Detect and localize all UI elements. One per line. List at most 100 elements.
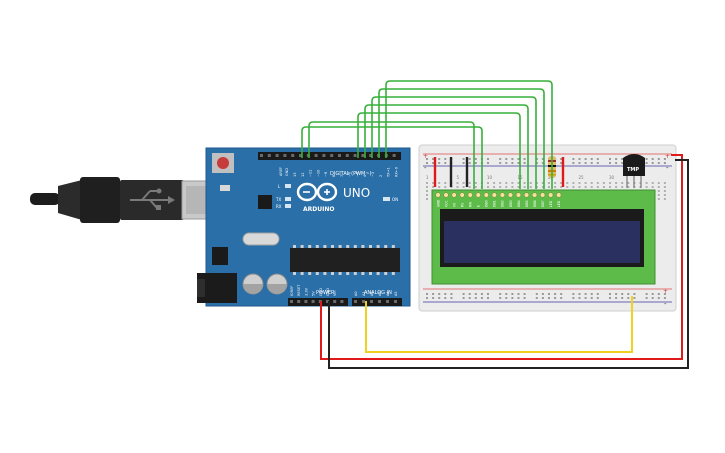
rail-hole[interactable] (438, 162, 441, 164)
rail-hole[interactable] (438, 158, 441, 160)
breadboard-hole[interactable] (438, 186, 441, 188)
breadboard-hole[interactable] (548, 186, 550, 188)
rail-hole[interactable] (554, 297, 557, 299)
rail-hole[interactable] (590, 158, 593, 160)
breadboard-hole[interactable] (578, 182, 581, 184)
rail-hole[interactable] (560, 162, 563, 164)
rail-hole[interactable] (578, 293, 581, 295)
breadboard-hole[interactable] (663, 190, 666, 192)
rail-hole[interactable] (432, 293, 435, 295)
rail-hole[interactable] (572, 162, 575, 164)
header-pin[interactable] (333, 300, 337, 303)
rail-hole[interactable] (426, 293, 428, 295)
header-pin[interactable] (338, 154, 341, 157)
rail-hole[interactable] (462, 162, 465, 164)
rail-hole[interactable] (645, 158, 648, 160)
breadboard-hole[interactable] (615, 186, 618, 188)
breadboard-hole[interactable] (663, 182, 666, 184)
breadboard-hole[interactable] (602, 186, 605, 188)
wire-green[interactable] (364, 104, 529, 189)
header-pin[interactable] (378, 300, 381, 303)
breadboard-hole[interactable] (541, 182, 544, 184)
lcd-pin[interactable] (556, 192, 562, 198)
breadboard-hole[interactable] (645, 186, 648, 188)
rail-hole[interactable] (633, 297, 636, 299)
rail-hole[interactable] (621, 297, 624, 299)
rail-hole[interactable] (511, 293, 514, 295)
breadboard-hole[interactable] (560, 182, 563, 184)
wire-red-5v[interactable] (320, 154, 683, 360)
rail-hole[interactable] (474, 293, 477, 295)
breadboard-hole[interactable] (426, 182, 428, 184)
wire-green[interactable] (371, 96, 537, 189)
lcd-pin[interactable] (507, 192, 514, 198)
rail-hole[interactable] (499, 162, 502, 164)
rail-hole[interactable] (505, 162, 508, 164)
rail-hole[interactable] (444, 162, 447, 164)
rail-hole[interactable] (444, 293, 447, 295)
rail-hole[interactable] (572, 293, 575, 295)
rail-hole[interactable] (438, 293, 441, 295)
rail-hole[interactable] (615, 297, 618, 299)
rail-hole[interactable] (511, 162, 514, 164)
breadboard-hole[interactable] (493, 182, 496, 184)
rail-hole[interactable] (554, 293, 557, 295)
breadboard-hole[interactable] (505, 182, 508, 184)
rail-hole[interactable] (505, 158, 508, 160)
rail-hole[interactable] (584, 293, 587, 295)
rail-hole[interactable] (560, 293, 563, 295)
lcd-pin[interactable] (451, 192, 457, 198)
breadboard-hole[interactable] (651, 186, 654, 188)
header-pin[interactable] (304, 300, 308, 303)
breadboard-hole[interactable] (529, 182, 532, 184)
header-pin[interactable] (290, 300, 293, 303)
wire-yellow-analog[interactable] (365, 296, 633, 353)
breadboard-hole[interactable] (548, 182, 550, 184)
header-pin[interactable] (297, 300, 301, 303)
rail-hole[interactable] (432, 162, 435, 164)
rail-hole[interactable] (468, 162, 471, 164)
rail-hole[interactable] (548, 293, 550, 295)
breadboard-hole[interactable] (444, 186, 447, 188)
rail-hole[interactable] (468, 297, 471, 299)
breadboard-hole[interactable] (468, 186, 471, 188)
breadboard-hole[interactable] (627, 182, 630, 184)
lcd-pin[interactable] (467, 192, 473, 198)
rail-hole[interactable] (663, 297, 666, 299)
breadboard-hole[interactable] (517, 186, 520, 188)
rail-hole[interactable] (584, 158, 587, 160)
green-wires[interactable] (301, 80, 553, 189)
rail-hole[interactable] (572, 297, 575, 299)
rail-hole[interactable] (596, 293, 599, 295)
breadboard-hole[interactable] (578, 186, 581, 188)
breadboard-hole[interactable] (432, 182, 435, 184)
rail-hole[interactable] (474, 162, 477, 164)
rail-hole[interactable] (444, 158, 447, 160)
rail-hole[interactable] (615, 293, 618, 295)
header-pin[interactable] (260, 154, 263, 157)
breadboard-hole[interactable] (590, 186, 593, 188)
header-pin[interactable] (267, 154, 271, 157)
breadboard-hole[interactable] (444, 182, 447, 184)
breadboard-hole[interactable] (627, 186, 630, 188)
rail-hole[interactable] (584, 297, 587, 299)
rail-hole[interactable] (535, 297, 538, 299)
header-pin[interactable] (370, 300, 373, 303)
rail-hole[interactable] (596, 297, 599, 299)
breadboard-hole[interactable] (645, 182, 648, 184)
rail-hole[interactable] (651, 158, 654, 160)
breadboard-hole[interactable] (432, 186, 435, 188)
tmp36-sensor[interactable]: TMP (623, 154, 645, 188)
rail-hole[interactable] (474, 297, 477, 299)
breadboard-hole[interactable] (474, 186, 477, 188)
rail-hole[interactable] (517, 158, 520, 160)
header-pin[interactable] (283, 154, 287, 157)
rail-hole[interactable] (462, 158, 465, 160)
breadboard-hole[interactable] (566, 186, 569, 188)
rail-hole[interactable] (584, 162, 587, 164)
header-pin[interactable] (330, 154, 334, 157)
breadboard-hole[interactable] (663, 186, 666, 188)
breadboard-hole[interactable] (596, 182, 599, 184)
lcd-pin[interactable] (524, 192, 530, 198)
header-pin[interactable] (362, 300, 365, 303)
